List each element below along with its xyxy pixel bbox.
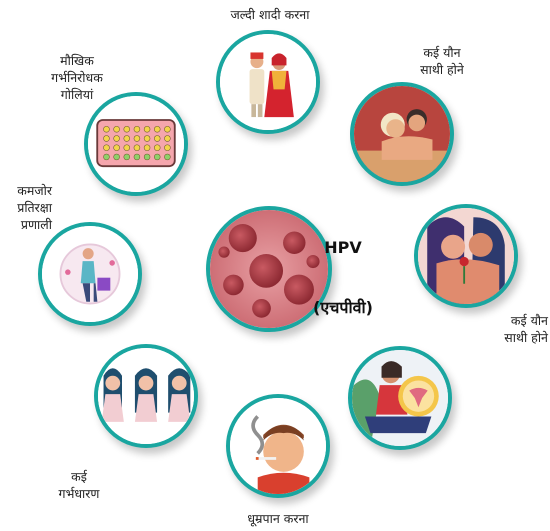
- embracing-couple-icon: [418, 208, 514, 304]
- wedding-couple-icon: [220, 34, 316, 130]
- pill-dot: [123, 135, 130, 142]
- pill-dot: [103, 135, 110, 142]
- pill-dot: [154, 135, 161, 142]
- hpv-subtitle: (एचपीवी): [313, 298, 373, 317]
- pregnant-women-icon: [98, 348, 194, 444]
- pill-dot: [103, 125, 110, 133]
- circle-many-partners-top: [350, 82, 454, 186]
- pill-dot: [154, 144, 161, 151]
- hpv-title: HPV: [324, 238, 362, 257]
- pill-dot: [103, 144, 110, 151]
- smoking-man-icon: [230, 398, 326, 494]
- pill-dot: [164, 144, 171, 151]
- virus-image: [210, 210, 328, 328]
- center-label: HPV (एचपीवी): [304, 198, 382, 338]
- pill-dot: [123, 153, 130, 161]
- circle-smoking: [226, 394, 330, 498]
- pill-dot: [164, 135, 171, 142]
- circle-many-pregnancies: [94, 344, 198, 448]
- hpv-virus-circle: [206, 206, 332, 332]
- woman-uterus-icon: [352, 350, 448, 446]
- pill-dot: [113, 125, 120, 133]
- pill-dot: [143, 153, 151, 161]
- pill-dot: [113, 144, 120, 151]
- label-many-pregnancies: कई गर्भधारण: [58, 469, 100, 501]
- label-many-partners-top: कई यौन साथी होने: [420, 45, 464, 77]
- pill-dot: [154, 125, 161, 133]
- pill-dot: [133, 135, 141, 142]
- pill-dot: [143, 125, 151, 133]
- pill-dot: [154, 153, 161, 161]
- label-early-marriage: जल्दी शादी करना: [230, 7, 310, 22]
- pill-pack-icon: [88, 96, 184, 192]
- label-smoking: धूम्रपान करना: [247, 511, 309, 526]
- pill-dot: [133, 153, 141, 161]
- pill-dot: [164, 125, 171, 133]
- circle-oral-contraceptives: [84, 92, 188, 196]
- pill-dot: [133, 125, 141, 133]
- circle-pregnancy-uterus: [348, 346, 452, 450]
- circle-many-partners-right: [414, 204, 518, 308]
- circle-early-marriage: [216, 30, 320, 134]
- pill-dot: [123, 125, 130, 133]
- pill-dot: [113, 135, 120, 142]
- couple-in-bed-icon: [354, 86, 450, 182]
- pill-dot: [164, 153, 171, 161]
- pill-dot: [113, 153, 120, 161]
- pill-dot: [143, 135, 151, 142]
- pill-dot: [133, 144, 141, 151]
- pill-dot: [123, 144, 130, 151]
- pill-dot: [103, 153, 110, 161]
- label-oral-contraceptives: मौखिक गर्भनिरोधक गोलियां: [51, 53, 103, 102]
- weak-immunity-icon: [42, 226, 138, 322]
- label-many-partners-right: कई यौन साथी होने: [504, 313, 548, 345]
- circle-weak-immunity: [38, 222, 142, 326]
- pill-dot: [143, 144, 151, 151]
